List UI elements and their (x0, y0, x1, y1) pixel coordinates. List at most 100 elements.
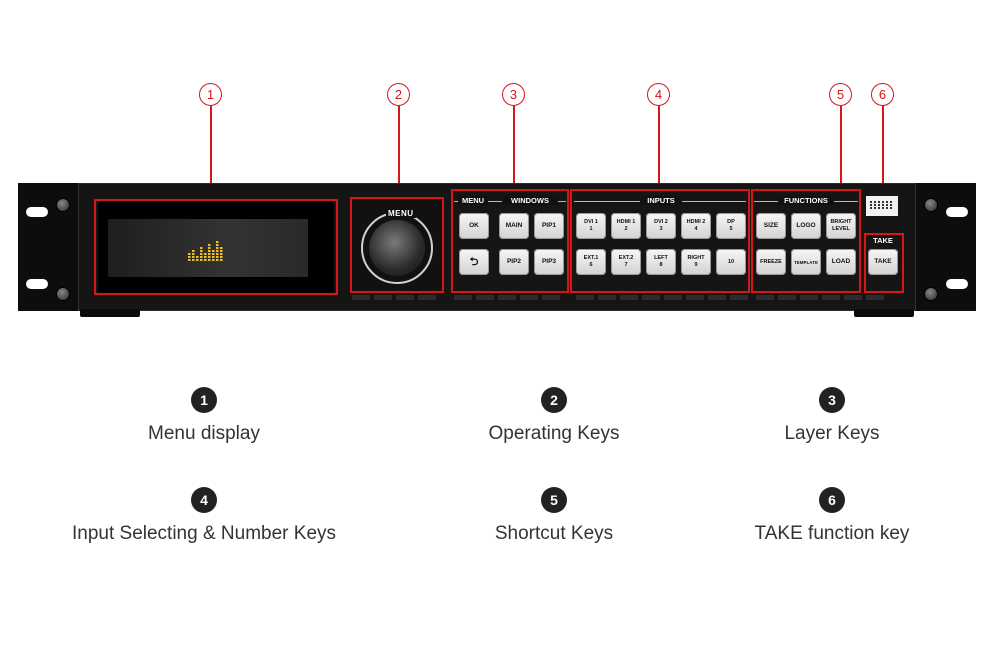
menu-knob[interactable] (369, 220, 425, 276)
pip3-button[interactable]: PIP3 (534, 249, 564, 275)
callout-leader (210, 106, 212, 196)
hdmi2-button[interactable]: HDMI 2 4 (681, 213, 711, 239)
vent-slot (520, 295, 538, 300)
callout-number: 4 (647, 83, 670, 106)
legend-number: 1 (191, 387, 217, 413)
callout-number: 3 (502, 83, 525, 106)
hdmi1-button[interactable]: HDMI 1 2 (611, 213, 641, 239)
legend-label: Shortcut Keys (494, 523, 614, 544)
group-title-menu: MENU (458, 196, 488, 205)
rack-ear-left (18, 183, 79, 311)
dvi2-button[interactable]: DVI 2 3 (646, 213, 676, 239)
take-button[interactable]: TAKE (868, 249, 898, 275)
highlight-menu-display (94, 199, 338, 295)
vent-slot (866, 295, 884, 300)
left-button[interactable]: LEFT 8 (646, 249, 676, 275)
callout-leader (882, 106, 884, 234)
legend-label: Layer Keys (784, 423, 880, 444)
vent-slot (374, 295, 392, 300)
back-button[interactable]: ⮌ (459, 249, 489, 275)
vent-slot (418, 295, 436, 300)
vent-slot (352, 295, 370, 300)
screw-icon (924, 287, 938, 301)
foot (854, 309, 914, 317)
group-title-windows: WINDOWS (502, 196, 558, 205)
highlight-input-keys (570, 189, 750, 293)
legend-number: 3 (819, 387, 845, 413)
group-title-functions: FUNCTIONS (778, 196, 834, 205)
load-button[interactable]: LOAD (826, 249, 856, 275)
knob-label: MENU (386, 209, 416, 218)
group-title-inputs: INPUTS (640, 196, 682, 205)
template-button[interactable]: TEMPLATE (791, 249, 821, 275)
vent-slot (454, 295, 472, 300)
vent-slot (822, 295, 840, 300)
legend-label: Operating Keys (488, 423, 620, 444)
legend-label: Menu display (148, 423, 260, 444)
callout-leader (513, 106, 515, 190)
highlight-operating-keys (350, 197, 444, 293)
display-logo-icon (188, 241, 223, 261)
vent-slot (498, 295, 516, 300)
ext1-button[interactable]: EXT.1 6 (576, 249, 606, 275)
vent-slot (778, 295, 796, 300)
vent-slot (800, 295, 818, 300)
callout-number: 2 (387, 83, 410, 106)
vent-slot (576, 295, 594, 300)
mounting-slot (26, 279, 48, 289)
vent-slot (476, 295, 494, 300)
screw-icon (56, 287, 70, 301)
dvi1-button[interactable]: DVI 1 1 (576, 213, 606, 239)
menu-display-bezel (98, 201, 334, 295)
dp-button[interactable]: DP 5 (716, 213, 746, 239)
callout-leader (840, 106, 842, 190)
foot (80, 309, 140, 317)
legend-number: 2 (541, 387, 567, 413)
screw-icon (56, 198, 70, 212)
vent-slot (542, 295, 560, 300)
ten-button[interactable]: 10 (716, 249, 746, 275)
mounting-slot (26, 207, 48, 217)
knob-panel: MENU (352, 199, 442, 291)
freeze-button[interactable]: FREEZE (756, 249, 786, 275)
vent-slot (598, 295, 616, 300)
ext2-button[interactable]: EXT.2 7 (611, 249, 641, 275)
mounting-slot (946, 279, 968, 289)
vent-slot (664, 295, 682, 300)
ok-button[interactable]: OK (459, 213, 489, 239)
group-title-take: TAKE (868, 236, 898, 245)
vent-slot (844, 295, 862, 300)
vent-slot (708, 295, 726, 300)
callout-number: 1 (199, 83, 222, 106)
vent-slot (686, 295, 704, 300)
legend-label: TAKE function key (754, 523, 910, 544)
vent-slot (620, 295, 638, 300)
vent-slot (756, 295, 774, 300)
logo-button[interactable]: LOGO (791, 213, 821, 239)
vent-slot (396, 295, 414, 300)
highlight-take-key (864, 233, 904, 293)
legend-number: 4 (191, 487, 217, 513)
legend-number: 6 (819, 487, 845, 513)
highlight-shortcut-keys (751, 189, 861, 293)
bright-level-button[interactable]: BRIGHT LEVEL (826, 213, 856, 239)
video-processor-front-panel: MENU MENU WINDOWS INPUTS FUNCTIONS OK ⮌ … (18, 183, 976, 317)
screw-icon (924, 198, 938, 212)
mounting-slot (946, 207, 968, 217)
pip1-button[interactable]: PIP1 (534, 213, 564, 239)
pip2-button[interactable]: PIP2 (499, 249, 529, 275)
brand-logo-icon (866, 196, 898, 216)
callout-number: 6 (871, 83, 894, 106)
highlight-layer-keys (451, 189, 569, 293)
size-button[interactable]: SIZE (756, 213, 786, 239)
callout-leader (658, 106, 660, 190)
callout-leader (398, 106, 400, 196)
vent-slot (642, 295, 660, 300)
rack-ear-right (915, 183, 976, 311)
main-button[interactable]: MAIN (499, 213, 529, 239)
legend-number: 5 (541, 487, 567, 513)
legend-label: Input Selecting & Number Keys (71, 523, 337, 544)
vent-slot (730, 295, 748, 300)
callout-number: 5 (829, 83, 852, 106)
right-button[interactable]: RIGHT 9 (681, 249, 711, 275)
